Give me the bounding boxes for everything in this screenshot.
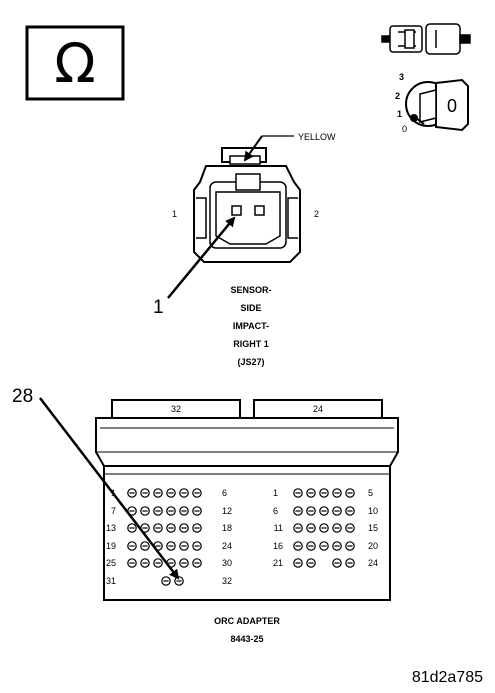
sensor-pin-1-label: 1 [172,209,177,219]
svg-text:19: 19 [106,541,116,551]
svg-text:13: 13 [106,523,116,533]
key-position-2: 2 [395,91,400,101]
svg-text:12: 12 [222,506,232,516]
wire-color-label: YELLOW [298,132,336,142]
figure-id: 81d2a785 [412,669,483,686]
svg-text:SIDE: SIDE [240,303,261,313]
svg-text:18: 18 [222,523,232,533]
sensor-pin-2-label: 2 [314,209,319,219]
svg-text:24: 24 [222,541,232,551]
svg-text:RIGHT 1: RIGHT 1 [233,339,269,349]
svg-text:5: 5 [368,488,373,498]
callout-28-leader [39,397,180,580]
orc-adapter [95,399,399,601]
svg-text:6: 6 [273,506,278,516]
svg-text:7: 7 [111,506,116,516]
callout-sensor: 1 [153,297,164,318]
adapter-tab-24: 24 [313,404,323,414]
ohm-symbol: Ω [54,32,95,95]
svg-text:SENSOR-: SENSOR- [230,285,271,295]
svg-text:30: 30 [222,558,232,568]
key-position-1: 1 [397,109,402,119]
svg-text:IMPACT-: IMPACT- [233,321,269,331]
svg-text:10: 10 [368,506,378,516]
svg-text:(JS27): (JS27) [237,357,264,367]
connector-icon [381,23,471,55]
sensor-title: SENSOR- SIDE IMPACT- RIGHT 1 (JS27) [230,285,271,367]
key-position-0: 0 [402,124,407,134]
ohmmeter-icon: Ω [25,25,125,101]
adapter-tab-32: 32 [171,404,181,414]
svg-text:20: 20 [368,541,378,551]
svg-text:31: 31 [106,576,116,586]
adapter-title: ORC ADAPTER [214,616,280,626]
ignition-key-icon: 0 3 2 1 0 [395,72,469,134]
svg-text:16: 16 [273,541,283,551]
callout-adapter: 28 [12,386,33,407]
svg-text:24: 24 [368,558,378,568]
right-pin-block: 1 5 6 10 11 15 16 20 21 24 [273,488,378,568]
svg-text:11: 11 [274,523,283,533]
svg-text:32: 32 [222,576,232,586]
key-position-3: 3 [399,72,404,82]
left-pin-block: 1 6 7 12 13 18 19 24 25 30 31 32 [106,488,232,586]
svg-text:25: 25 [106,558,116,568]
svg-text:21: 21 [273,558,283,568]
yellow-wire-leader [243,135,263,162]
adapter-part-number: 8443-25 [230,634,263,644]
callout-1-leader [167,216,236,299]
svg-text:15: 15 [368,523,378,533]
svg-text:6: 6 [222,488,227,498]
sensor-connector [193,147,301,263]
svg-text:1: 1 [273,488,278,498]
key-label: 0 [447,96,457,116]
